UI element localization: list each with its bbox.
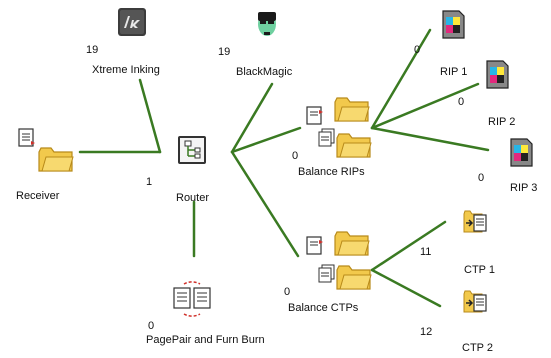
router-count: 1 bbox=[146, 176, 153, 188]
document-stack-icon bbox=[318, 264, 335, 283]
link-router-blackmagic bbox=[230, 82, 274, 154]
ctp2-count: 12 bbox=[420, 326, 433, 338]
document-icon bbox=[306, 106, 323, 125]
ctp-plate-icon bbox=[463, 290, 487, 313]
blackmagic-count: 19 bbox=[218, 46, 231, 58]
link-balance-rips-rip2 bbox=[370, 82, 480, 130]
link-balance-ctps-ctp1 bbox=[370, 220, 447, 272]
rip3-label: RIP 3 bbox=[510, 182, 538, 194]
ctp-plate-icon bbox=[463, 210, 487, 233]
router-label: Router bbox=[176, 192, 210, 204]
rip2-label: RIP 2 bbox=[488, 116, 516, 128]
rip-cmyk-icon bbox=[486, 60, 509, 89]
rip-cmyk-icon bbox=[510, 138, 533, 167]
rip2-count: 0 bbox=[458, 96, 465, 108]
xtreme-inking-label: Xtreme Inking bbox=[92, 64, 160, 76]
link-xtreme-router bbox=[138, 78, 162, 154]
link-router-balance-rips bbox=[230, 126, 302, 154]
link-balance-rips-rip3 bbox=[370, 126, 490, 152]
link-balance-ctps-ctp2 bbox=[370, 268, 442, 308]
folder-icon bbox=[336, 265, 372, 290]
rip3-count: 0 bbox=[478, 172, 485, 184]
folder-icon bbox=[334, 97, 370, 122]
link-router-balance-ctps bbox=[230, 150, 300, 258]
document-icon bbox=[306, 236, 323, 255]
ctp1-label: CTP 1 bbox=[464, 264, 495, 276]
receiver-label: Receiver bbox=[16, 190, 60, 202]
ink-app-icon bbox=[118, 8, 146, 36]
balance-ctps-count: 0 bbox=[284, 286, 291, 298]
pagepair-count: 0 bbox=[148, 320, 155, 332]
folder-icon bbox=[334, 231, 370, 256]
router-icon bbox=[178, 136, 206, 164]
balance-rips-count: 0 bbox=[292, 150, 299, 162]
balance-ctps-label: Balance CTPs bbox=[288, 302, 359, 314]
ctp1-count: 11 bbox=[420, 246, 432, 258]
document-icon bbox=[18, 128, 35, 147]
xtreme-inking-count: 19 bbox=[86, 44, 99, 56]
blackmagic-label: BlackMagic bbox=[236, 66, 293, 78]
rip-cmyk-icon bbox=[442, 10, 465, 39]
document-stack-icon bbox=[318, 128, 335, 147]
ctp2-label: CTP 2 bbox=[462, 342, 493, 354]
pagepair-icon bbox=[173, 281, 211, 317]
rip1-label: RIP 1 bbox=[440, 66, 468, 78]
pagepair-label: PagePair and Furn Burn bbox=[146, 334, 265, 346]
blackmagic-app-icon bbox=[258, 12, 276, 36]
link-balance-rips-rip1 bbox=[370, 28, 432, 130]
folder-icon bbox=[336, 133, 372, 158]
balance-rips-label: Balance RIPs bbox=[298, 166, 365, 178]
folder-icon bbox=[38, 147, 74, 172]
rip1-count: 0 bbox=[414, 44, 421, 56]
